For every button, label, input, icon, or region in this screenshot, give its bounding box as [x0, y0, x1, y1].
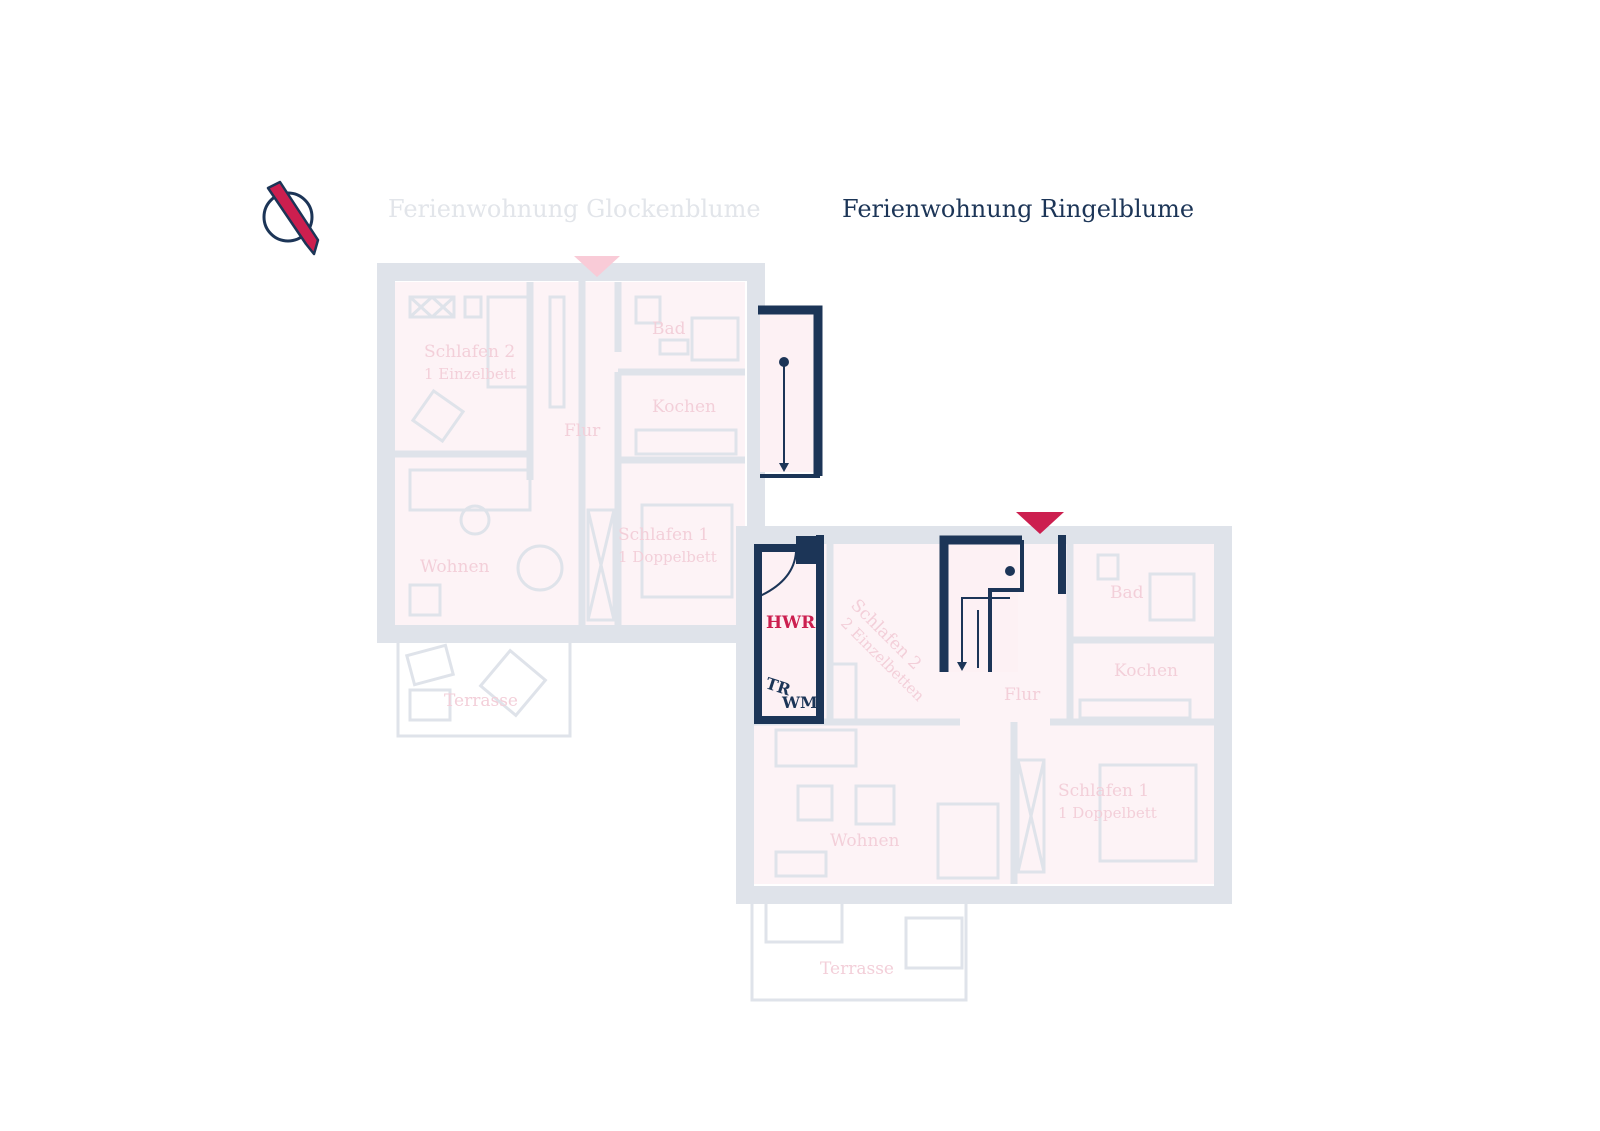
right-label-schlafen1: Schlafen 1: [1058, 781, 1149, 801]
left-label-terrasse: Terrasse: [444, 691, 518, 711]
right-label-wohnen: Wohnen: [830, 831, 900, 851]
left-label-wohnen: Wohnen: [420, 557, 490, 577]
right-label-schlafen1-bed: 1 Doppelbett: [1058, 804, 1157, 822]
left-label-schlafen1-bed: 1 Doppelbett: [618, 548, 717, 566]
right-label-kochen: Kochen: [1114, 661, 1178, 681]
unit-glockenblume: Schlafen 2 1 Einzelbett Bad Kochen Flur …: [377, 256, 765, 738]
left-label-bad: Bad: [652, 319, 686, 339]
right-label-bad: Bad: [1110, 583, 1144, 603]
left-label-flur: Flur: [564, 421, 601, 441]
title-ringelblume: Ferienwohnung Ringelblume: [842, 195, 1194, 223]
title-glockenblume: Ferienwohnung Glockenblume: [388, 195, 761, 223]
stair-upper: [758, 305, 823, 478]
label-wm: WM: [781, 693, 818, 712]
right-label-flur: Flur: [1004, 685, 1041, 705]
label-hwr: HWR: [766, 613, 816, 633]
left-label-kochen: Kochen: [652, 397, 716, 417]
left-label-schlafen1: Schlafen 1: [618, 525, 709, 545]
left-label-schlafen2-bed: 1 Einzelbett: [424, 365, 516, 383]
unit-ringelblume: HWR TR WM Schlafen 2 2 Einzelbetten Flur…: [736, 512, 1232, 1002]
north-arrow-icon: [262, 180, 320, 256]
left-label-schlafen2: Schlafen 2: [424, 342, 515, 362]
right-label-terrasse: Terrasse: [820, 959, 894, 979]
